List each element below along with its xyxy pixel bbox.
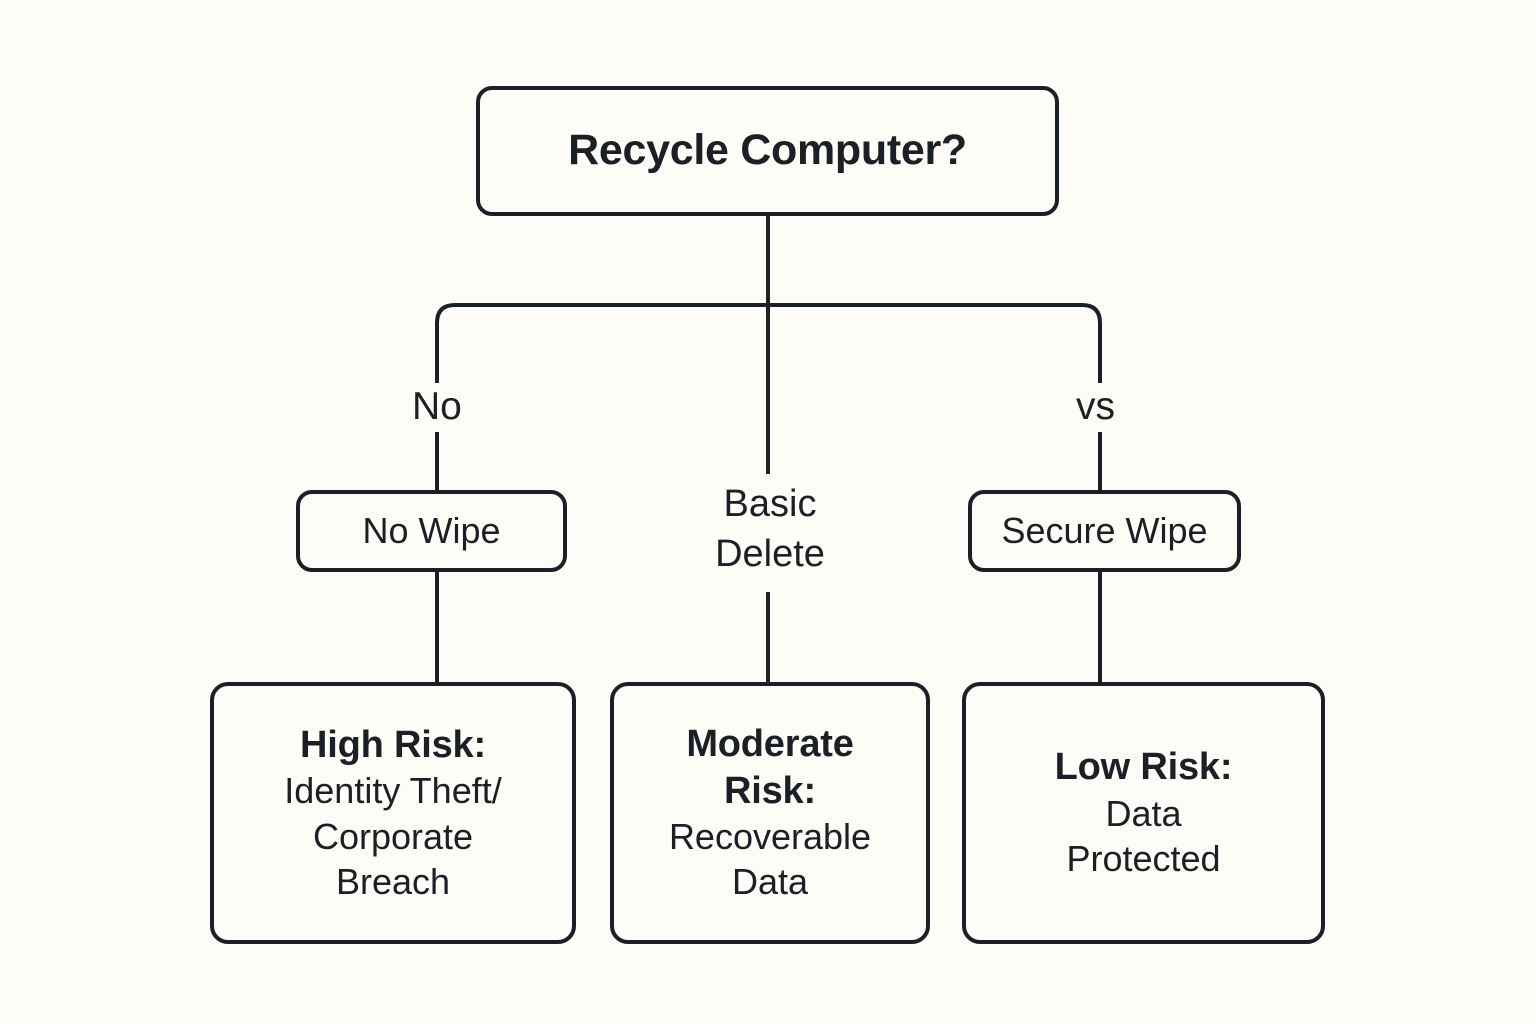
node-basic-delete-line1: Basic bbox=[723, 483, 817, 525]
node-basic-delete[interactable]: Basic Delete bbox=[640, 477, 900, 582]
node-high-risk-detail: Identity Theft/ Corporate Breach bbox=[284, 768, 501, 904]
node-moderate-risk-headline-line1: Moderate bbox=[686, 723, 854, 766]
node-high-risk-detail-line2: Corporate bbox=[312, 815, 474, 857]
node-moderate-risk[interactable]: Moderate Risk: Recoverable Data bbox=[610, 682, 930, 944]
node-high-risk-headline: High Risk: bbox=[300, 723, 486, 766]
node-moderate-risk-headline: Moderate Risk: bbox=[686, 721, 854, 814]
node-low-risk-headline: Low Risk: bbox=[1054, 746, 1233, 789]
node-low-risk[interactable]: Low Risk: Data Protected bbox=[962, 682, 1325, 944]
node-secure-wipe-label: Secure Wipe bbox=[1001, 510, 1208, 552]
edge-label-no: No bbox=[404, 383, 470, 430]
node-moderate-risk-detail-line2: Data bbox=[731, 861, 809, 903]
node-low-risk-detail-line1: Data bbox=[1105, 792, 1182, 834]
node-no-wipe[interactable]: No Wipe bbox=[296, 490, 567, 572]
node-high-risk-detail-line1: Identity Theft/ bbox=[284, 770, 502, 812]
node-root-label: Recycle Computer? bbox=[568, 126, 967, 175]
node-recycle-computer[interactable]: Recycle Computer? bbox=[476, 86, 1059, 216]
node-low-risk-detail: Data Protected bbox=[1066, 791, 1220, 882]
node-high-risk-detail-line3: Breach bbox=[335, 860, 451, 902]
node-secure-wipe[interactable]: Secure Wipe bbox=[968, 490, 1241, 572]
node-moderate-risk-detail: Recoverable Data bbox=[669, 814, 871, 905]
node-basic-delete-line2: Delete bbox=[715, 533, 825, 576]
node-no-wipe-label: No Wipe bbox=[362, 510, 501, 552]
edge-label-vs: vs bbox=[1068, 383, 1123, 430]
node-high-risk[interactable]: High Risk: Identity Theft/ Corporate Bre… bbox=[210, 682, 576, 944]
node-moderate-risk-detail-line1: Recoverable bbox=[668, 816, 872, 857]
node-moderate-risk-headline-line2: Risk: bbox=[724, 769, 816, 812]
node-low-risk-detail-line2: Protected bbox=[1066, 838, 1221, 880]
